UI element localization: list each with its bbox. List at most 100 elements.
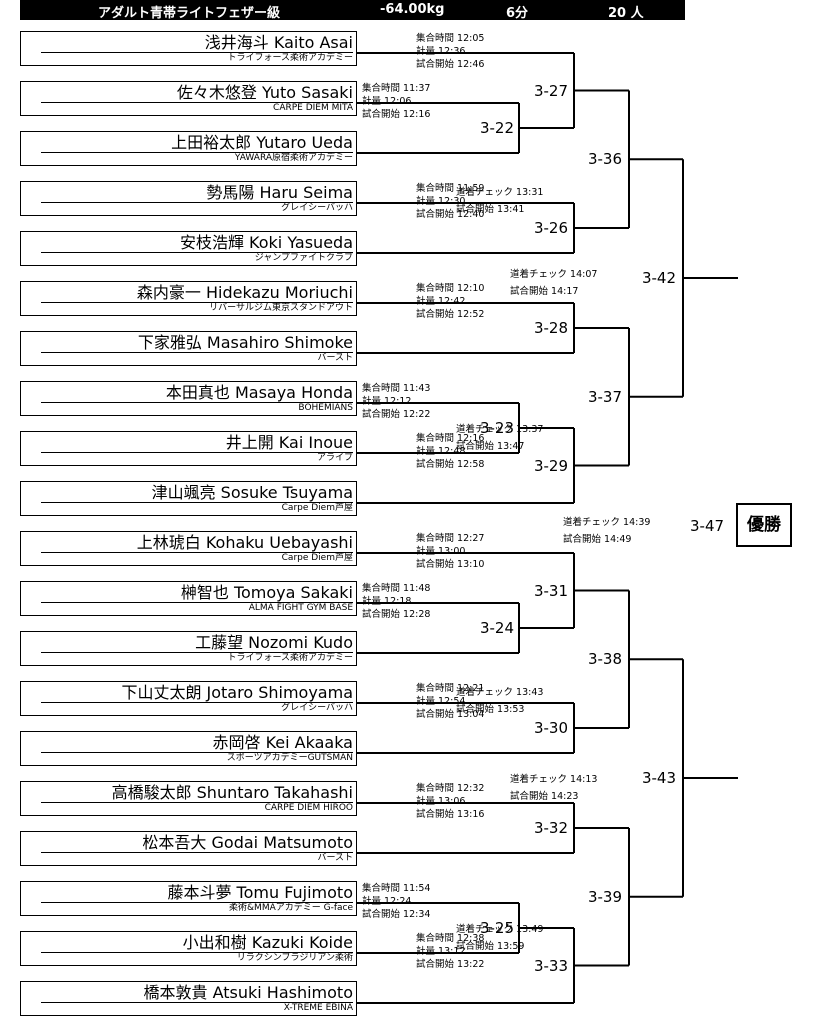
schedule-label: 道着チェック xyxy=(456,924,514,935)
schedule-row: 計量 12:18 xyxy=(362,596,411,607)
player-team: トライフォース柔術アカデミー xyxy=(227,653,353,663)
schedule-row: 計量 12:48 xyxy=(416,446,465,457)
player-name: 松本吾大 Godai Matsumoto xyxy=(142,833,353,852)
schedule-time: 13:41 xyxy=(497,203,525,215)
name-divider xyxy=(41,502,353,503)
schedule-row: 試合開始 12:52 xyxy=(416,309,484,320)
schedule-row: 道着チェック 13:31 xyxy=(456,187,543,198)
player-name: 上林琥白 Kohaku Uebayashi xyxy=(136,533,353,552)
schedule-time: 11:54 xyxy=(403,883,431,894)
champion-box: 優勝 xyxy=(736,503,792,547)
schedule-label: 試合開始 xyxy=(416,959,455,970)
schedule-row: 計量 13:12 xyxy=(416,946,465,957)
player-team: Carpe Diem芦屋 xyxy=(281,553,353,563)
schedule-label: 集合時間 xyxy=(362,583,401,594)
schedule-label: 試合開始 xyxy=(362,109,401,120)
schedule-label: 試合開始 xyxy=(456,203,495,215)
schedule-time: 13:06 xyxy=(438,796,466,807)
schedule-row: 試合開始 13:47 xyxy=(456,441,524,452)
player-name: 上田裕太郎 Yutaro Ueda xyxy=(171,133,353,152)
schedule-label: 集合時間 xyxy=(416,933,455,944)
player-team: CARPE DIEM HIROO xyxy=(264,803,353,813)
schedule-time: 12:05 xyxy=(457,33,485,44)
schedule-row: 計量 13:06 xyxy=(416,796,465,807)
schedule-time: 12:32 xyxy=(457,783,485,794)
player-team: リラクシンブラジリアン柔術 xyxy=(236,953,353,963)
schedule-time: 12:22 xyxy=(403,409,431,420)
schedule-row: 集合時間 11:48 xyxy=(362,583,430,594)
match-id: 3-26 xyxy=(533,219,569,237)
schedule-row: 集合時間 12:38 xyxy=(416,933,484,944)
schedule-row: 試合開始 12:58 xyxy=(416,459,484,470)
schedule-label: 計量 xyxy=(416,696,436,707)
schedule-time: 14:23 xyxy=(551,791,579,803)
schedule-time: 13:53 xyxy=(497,703,525,715)
player-team: スポーツアカデミーGUTSMAN xyxy=(226,753,353,763)
schedule-label: 試合開始 xyxy=(510,791,549,803)
player-name: 本田真也 Masaya Honda xyxy=(165,383,353,402)
name-divider xyxy=(41,52,353,53)
name-divider xyxy=(41,402,353,403)
schedule-label: 試合開始 xyxy=(456,941,495,952)
schedule-label: 計量 xyxy=(362,896,382,907)
match-id: 3-43 xyxy=(641,769,677,787)
schedule-row: 集合時間 12:32 xyxy=(416,783,484,794)
competitor-count: 20 人 xyxy=(608,6,644,21)
schedule-time: 11:37 xyxy=(403,83,431,94)
schedule-time: 12:27 xyxy=(457,533,485,544)
schedule-row: 集合時間 12:16 xyxy=(416,433,484,444)
schedule-time: 12:34 xyxy=(403,909,431,920)
schedule-label: 計量 xyxy=(416,296,436,307)
schedule-label: 試合開始 xyxy=(416,59,455,70)
match-id: 3-27 xyxy=(533,81,569,100)
match-id: 3-30 xyxy=(533,719,569,737)
player-name: 安枝浩輝 Koki Yasueda xyxy=(179,233,353,252)
schedule-time: 12:58 xyxy=(457,459,485,470)
player-team: CARPE DIEM MITA xyxy=(273,103,353,113)
schedule-label: 集合時間 xyxy=(416,433,455,444)
schedule-label: 試合開始 xyxy=(416,459,455,470)
schedule-row: 道着チェック 14:13 xyxy=(510,774,597,785)
player-name: 佐々木悠登 Yuto Sasaki xyxy=(176,83,353,102)
schedule-row: 道着チェック 13:43 xyxy=(456,687,543,698)
schedule-time: 11:59 xyxy=(457,183,485,194)
schedule-label: 道着チェック xyxy=(456,424,514,435)
schedule-time: 14:39 xyxy=(623,517,651,528)
player-name: 赤岡啓 Kei Akaaka xyxy=(212,733,354,752)
name-divider xyxy=(41,302,353,303)
schedule-label: 試合開始 xyxy=(456,703,495,715)
schedule-time: 13:10 xyxy=(457,559,485,570)
schedule-label: 道着チェック xyxy=(456,686,514,698)
schedule-row: 集合時間 12:05 xyxy=(416,33,484,44)
player-team: YAWARA原宿柔術アカデミー xyxy=(234,153,353,163)
player-team: グレイシーバッハ xyxy=(281,703,353,713)
schedule-time: 12:48 xyxy=(438,446,466,457)
schedule-time: 12:12 xyxy=(384,396,412,407)
schedule-time: 14:13 xyxy=(570,774,598,786)
schedule-row: 道着チェック 13:49 xyxy=(456,924,543,935)
schedule-time: 12:52 xyxy=(457,309,485,320)
schedule-label: 集合時間 xyxy=(416,183,455,194)
schedule-label: 集合時間 xyxy=(416,683,455,694)
schedule-row: 計量 12:36 xyxy=(416,46,465,57)
schedule-time: 12:06 xyxy=(384,96,412,107)
schedule-label: 試合開始 xyxy=(362,409,401,420)
schedule-time: 13:37 xyxy=(516,424,544,435)
schedule-time: 13:04 xyxy=(457,709,485,720)
schedule-row: 試合開始 12:28 xyxy=(362,609,430,620)
schedule-row: 試合開始 13:53 xyxy=(456,704,524,715)
schedule-row: 試合開始 14:23 xyxy=(510,791,578,802)
